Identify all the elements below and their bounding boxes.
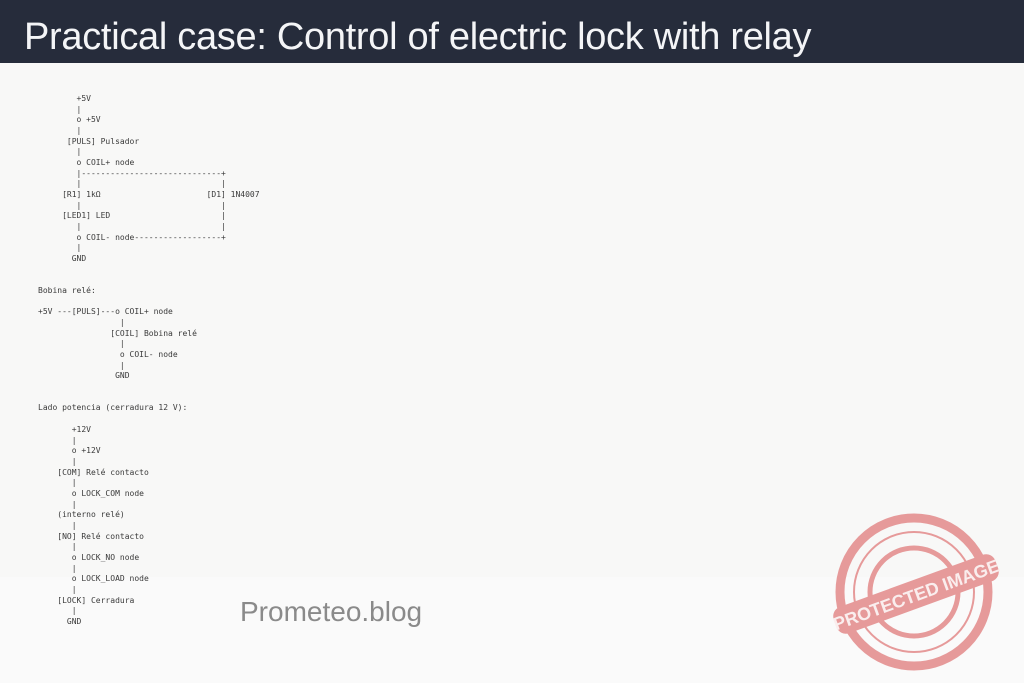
schematic-line: o LOCK_NO node	[38, 552, 140, 562]
schematic-line: |	[38, 147, 82, 157]
schematic-line: o COIL- node------------------+	[38, 232, 226, 242]
schematic-line: [COM] Relé contacto	[38, 467, 149, 477]
schematic-line: |	[38, 435, 77, 445]
schematic-line: [LOCK] Cerradura	[38, 595, 135, 605]
schematic-line: | |	[38, 200, 226, 210]
schematic-line: GND	[38, 616, 82, 626]
schematic-line: (interno relé)	[38, 510, 125, 520]
schematic-line: | |	[38, 179, 226, 189]
stamp-mid-ring	[853, 531, 975, 653]
schematic-line: |	[38, 456, 77, 466]
schematic-line: GND	[38, 371, 130, 381]
schematic-line: [NO] Relé contacto	[38, 531, 144, 541]
schematic-line: o LOCK_COM node	[38, 488, 144, 498]
schematic-line: Lado potencia (cerradura 12 V):	[38, 403, 188, 413]
schematic-line: [COIL] Bobina relé	[38, 328, 197, 338]
schematic-line: | |	[38, 222, 226, 232]
schematic-line: |	[38, 104, 82, 114]
schematic-line: o COIL+ node	[38, 158, 135, 168]
schematic-line: |	[38, 563, 77, 573]
schematic-line: |	[38, 520, 77, 530]
schematic-line: |	[38, 339, 125, 349]
schematic-line: |	[38, 606, 77, 616]
schematic-line: [PULS] Pulsador	[38, 136, 140, 146]
schematic-line: |-----------------------------+	[38, 168, 226, 178]
title-bar: Practical case: Control of electric lock…	[0, 0, 1024, 63]
schematic-line: |	[38, 243, 82, 253]
schematic-line: |	[38, 126, 82, 136]
schematic-line: +5V ---[PULS]---o COIL+ node	[38, 307, 173, 317]
schematic-line: [R1] 1kΩ [D1] 1N4007	[38, 190, 260, 200]
stamp-banner	[833, 554, 999, 634]
schematic-line: |	[38, 584, 77, 594]
ascii-schematic: +5V | o +5V | [PULS] Pulsador | o COIL+ …	[38, 94, 260, 628]
protected-image-watermark: PROTECTED IMAGE	[831, 513, 1002, 671]
schematic-line: |	[38, 499, 77, 509]
schematic-line: Bobina relé:	[38, 286, 96, 296]
schematic-line: GND	[38, 254, 87, 264]
schematic-line: [LED1] LED |	[38, 211, 226, 221]
page-title: Practical case: Control of electric lock…	[24, 16, 812, 58]
schematic-line: |	[38, 478, 77, 488]
stamp-banner-text: PROTECTED IMAGE	[831, 556, 1002, 635]
schematic-line: o COIL- node	[38, 350, 178, 360]
stamp-outer-ring	[835, 513, 993, 671]
schematic-line: |	[38, 542, 77, 552]
brand-logo-text: Prometeo.blog	[240, 596, 423, 627]
schematic-line: |	[38, 360, 125, 370]
schematic-line: |	[38, 318, 125, 328]
schematic-line: +5V	[38, 94, 91, 103]
schematic-line: o +12V	[38, 446, 101, 456]
schematic-line: o LOCK_LOAD node	[38, 574, 149, 584]
schematic-line: +12V	[38, 424, 91, 434]
schematic-line: o +5V	[38, 115, 101, 125]
